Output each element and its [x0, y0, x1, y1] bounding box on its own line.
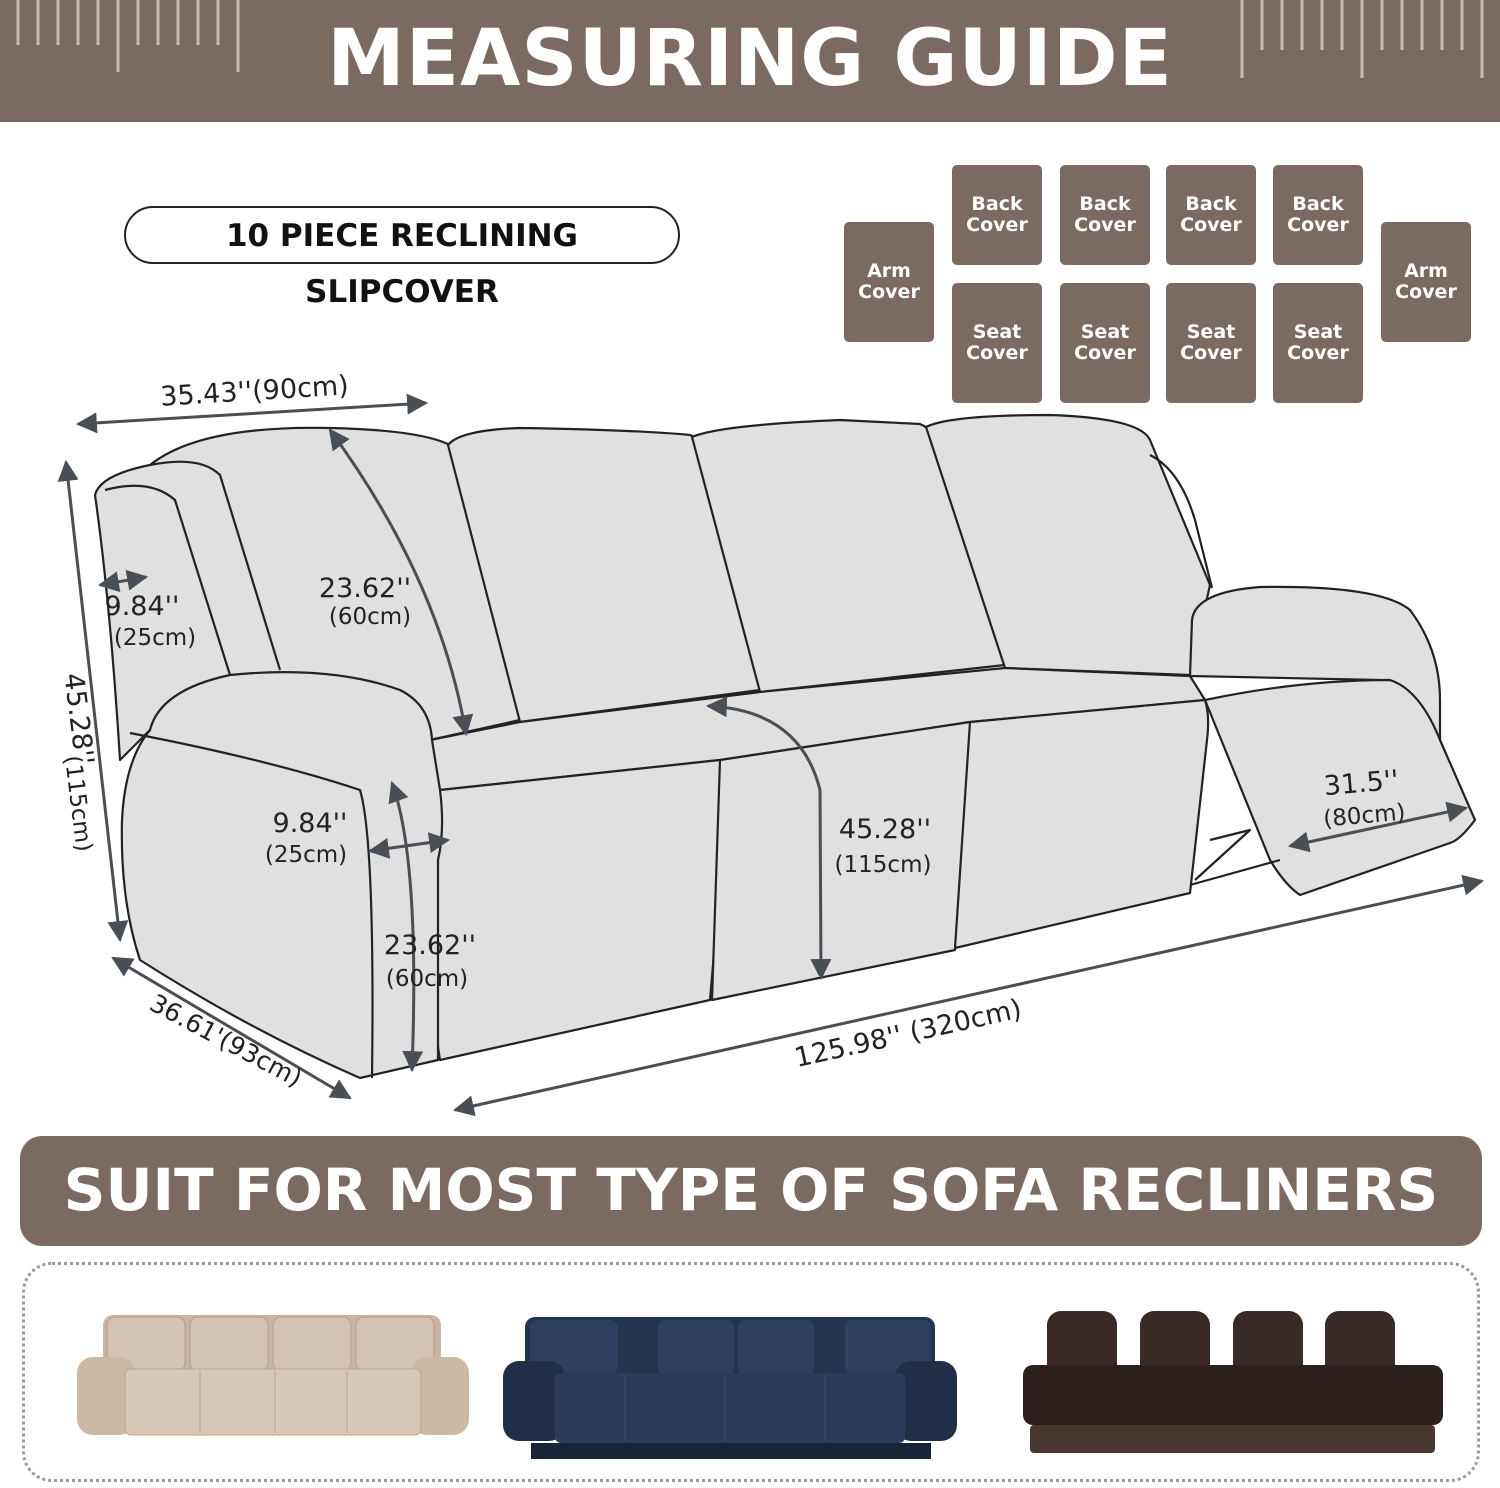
arm-cover-piece-left: Arm Cover [844, 222, 934, 342]
label-back-height-cm: (60cm) [329, 604, 411, 630]
label-front-arm-width-cm: (25cm) [265, 842, 347, 868]
seat-cover-piece: Seat Cover [1060, 283, 1150, 403]
label-front-arm-height-cm: (60cm) [386, 966, 468, 992]
left-back-inner-line-2 [149, 460, 282, 671]
arrow-side-depth [111, 956, 352, 1100]
example-sofa-gallery [22, 1262, 1480, 1482]
right-side-back [1149, 454, 1214, 589]
label-front-arm-width-in: 9.84'' [273, 808, 348, 839]
header-bar: MEASURING GUIDE [0, 0, 1500, 122]
arm-cover-piece-right: Arm Cover [1381, 222, 1471, 342]
label-total-height-cm: (115cm) [59, 754, 97, 853]
arrow-seat-depth [705, 696, 832, 981]
brown-theater-recliner-image [1023, 1311, 1443, 1453]
arrow-back-height [328, 428, 474, 737]
beige-reclining-sofa-image [77, 1315, 469, 1436]
label-total-height-in: 45.28'' [57, 671, 99, 766]
arrow-total-height [57, 459, 129, 943]
label-total-length: 125.98'' (320cm) [792, 993, 1025, 1073]
seat-front-1 [430, 758, 730, 1062]
label-back-width: 35.43''(90cm) [159, 370, 349, 412]
label-back-height-in: 23.62'' [319, 573, 411, 604]
arrow-footrest [1287, 801, 1469, 853]
example-sofa-illustrations [77, 1311, 1443, 1459]
header-tick-decoration-right [1240, 0, 1484, 78]
page-title: MEASURING GUIDE [327, 14, 1173, 104]
back-cover-piece: Back Cover [952, 165, 1042, 265]
label-footrest-in: 31.5'' [1323, 765, 1400, 802]
compatibility-banner: SUIT FOR MOST TYPE OF SOFA RECLINERS [20, 1136, 1482, 1246]
label-front-arm-height-in: 23.62'' [384, 930, 476, 961]
navy-leather-sofa-image [503, 1317, 957, 1459]
seat-cover-piece: Seat Cover [952, 283, 1042, 403]
header-tick-decoration-left [16, 0, 240, 72]
left-arm-front-line [129, 731, 374, 1079]
back-cover-piece: Back Cover [1273, 165, 1363, 265]
label-seat-depth-in: 45.28'' [839, 814, 931, 845]
arrow-back-width [75, 393, 429, 434]
label-arm-width-cm: (25cm) [114, 625, 196, 651]
seat-cover-piece: Seat Cover [1166, 283, 1256, 403]
label-arm-width-in: 9.84'' [105, 591, 180, 622]
compatibility-banner-text: SUIT FOR MOST TYPE OF SOFA RECLINERS [63, 1156, 1439, 1224]
seat-cover-piece: Seat Cover [1273, 283, 1363, 403]
seat-front-3 [953, 698, 1210, 950]
arrow-front-arm-height [388, 781, 424, 1073]
arrow-arm-width [97, 569, 149, 593]
label-seat-depth-cm: (115cm) [835, 852, 932, 878]
back-cushion-4 [924, 413, 1212, 677]
piece-count-badge: 10 PIECE RECLINING SLIPCOVER [124, 206, 680, 310]
back-cover-piece: Back Cover [1166, 165, 1256, 265]
back-cover-piece: Back Cover [1060, 165, 1150, 265]
sofa-measurement-drawing: 35.43''(90cm) 45.28'' (115cm) 9.84'' (25… [57, 370, 1485, 1117]
arrow-total-length [452, 874, 1485, 1117]
